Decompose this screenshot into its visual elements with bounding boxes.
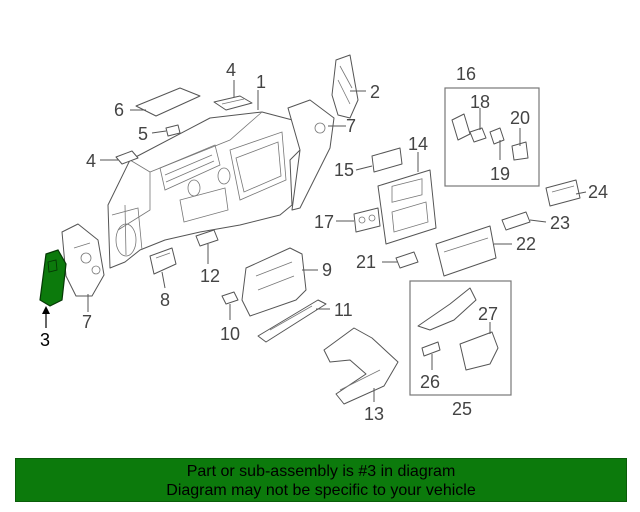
callout-9: 9 — [322, 260, 332, 280]
part-23 — [501, 211, 531, 231]
part-2 — [331, 54, 359, 119]
leader-lines — [42, 80, 587, 402]
part-24 — [545, 179, 581, 207]
part-6 — [135, 87, 201, 117]
part-17 — [353, 207, 381, 233]
group-box-25 — [409, 280, 512, 396]
callout-23: 23 — [550, 213, 570, 233]
part-13 — [323, 327, 399, 405]
callout-27: 27 — [478, 304, 498, 324]
part-15 — [371, 147, 403, 173]
callout-2: 2 — [370, 82, 380, 102]
part-21 — [395, 251, 419, 269]
part-4-upper — [213, 95, 253, 111]
part-26 — [421, 341, 441, 357]
part-20 — [511, 141, 529, 161]
callout-8: 8 — [160, 290, 170, 310]
part-7-upper — [287, 99, 335, 211]
banner-line-1: Part or sub-assembly is #3 in diagram — [186, 463, 456, 480]
callout-11: 11 — [334, 300, 353, 320]
part-18 — [469, 127, 487, 143]
callout-19: 19 — [490, 164, 510, 184]
callout-17: 17 — [314, 212, 334, 232]
callout-labels: 1 2 3 4 4 5 6 7 7 8 9 10 11 12 13 14 15 … — [40, 60, 608, 424]
instrument-panel-part-1 — [107, 111, 301, 269]
banner-line-2: Diagram may not be specific to your vehi… — [166, 482, 476, 499]
callout-16: 16 — [456, 64, 476, 84]
callout-4-upper: 4 — [226, 60, 236, 80]
part-7-lower — [61, 223, 105, 297]
callout-14: 14 — [408, 134, 428, 154]
callout-24: 24 — [588, 182, 608, 202]
part-12 — [195, 229, 219, 247]
callout-4-lower: 4 — [86, 151, 96, 171]
callout-6: 6 — [114, 100, 124, 120]
part-4-lower — [115, 150, 139, 165]
callout-25: 25 — [452, 399, 472, 419]
callout-7-lower: 7 — [82, 312, 92, 332]
callout-20: 20 — [510, 108, 530, 128]
callout-13: 13 — [364, 404, 384, 424]
part-3-highlighted — [39, 249, 67, 307]
parts-diagram: 1 2 3 4 4 5 6 7 7 8 9 10 11 12 13 14 15 … — [39, 54, 608, 424]
part-5 — [165, 124, 181, 137]
callout-15: 15 — [334, 160, 354, 180]
part-27 — [459, 331, 499, 371]
callout-3: 3 — [40, 330, 50, 350]
info-banner: Part or sub-assembly is #3 in diagram Di… — [15, 458, 627, 502]
part-8 — [149, 247, 177, 275]
part-22 — [435, 225, 497, 277]
part-9 — [241, 247, 307, 317]
part-25-panel — [417, 287, 477, 331]
callout-5: 5 — [138, 124, 148, 144]
part-19 — [489, 127, 505, 145]
callout-18: 18 — [470, 92, 490, 112]
part-16-plate — [451, 113, 471, 141]
callout-7-upper: 7 — [346, 116, 356, 136]
group-box-16 — [444, 87, 540, 187]
part-14 — [377, 169, 437, 245]
callout-1: 1 — [256, 72, 266, 92]
callout-22: 22 — [516, 234, 536, 254]
callout-21: 21 — [356, 252, 376, 272]
part-10 — [221, 291, 239, 305]
callout-26: 26 — [420, 372, 440, 392]
part-11 — [257, 299, 327, 343]
callout-10: 10 — [220, 324, 240, 344]
callout-12: 12 — [200, 266, 220, 286]
